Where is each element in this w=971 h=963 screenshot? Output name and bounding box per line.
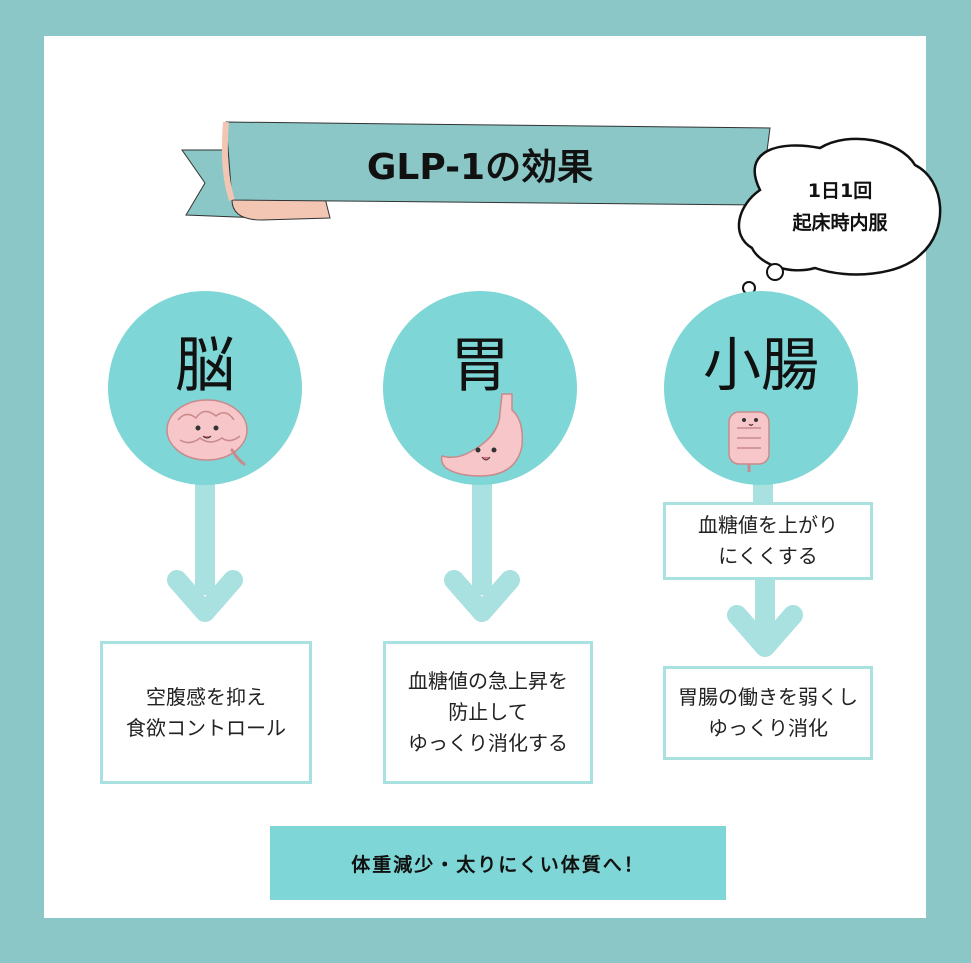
- organ-circle-intestine: [664, 291, 858, 485]
- effect-text: 血糖値の急上昇を: [408, 669, 568, 693]
- organ-circle-brain: [108, 291, 302, 485]
- effect-text: にくくする: [718, 544, 818, 568]
- organ-label-stomach: 胃: [450, 331, 510, 401]
- page-title: GLP-1の効果: [366, 147, 594, 188]
- dosage-frequency: 1日1回: [807, 180, 873, 202]
- stomach-icon: [440, 393, 524, 477]
- brain-icon: [166, 399, 248, 466]
- effect-text: 胃腸の働きを弱くし: [678, 685, 858, 709]
- effect-text: 血糖値を上がり: [698, 513, 838, 537]
- effect-text: 防止して: [448, 700, 528, 724]
- dosage-note: 1日1回 起床時内服: [760, 175, 920, 240]
- arrow-brain: [167, 480, 243, 622]
- effect-box-intestine-1: 血糖値を上がり にくくする: [663, 502, 873, 580]
- title-ribbon: [181, 121, 771, 221]
- organ-circle-stomach: [383, 291, 577, 485]
- dosage-timing: 起床時内服: [792, 212, 888, 235]
- effect-box-intestine-2: 胃腸の働きを弱くし ゆっくり消化: [663, 666, 873, 760]
- organ-label-intestine: 小腸: [702, 331, 819, 399]
- intestine-icon: [728, 411, 770, 472]
- effect-text: ゆっくり消化: [708, 716, 828, 740]
- effect-text: ゆっくり消化する: [408, 731, 568, 755]
- arrow-stomach: [444, 480, 520, 622]
- thought-bubble: [737, 137, 942, 295]
- effect-box-brain: 空腹感を抑え 食欲コントロール: [100, 641, 312, 784]
- effect-text: 食欲コントロール: [126, 715, 286, 740]
- conclusion-text: 体重減少・太りにくい体質へ！: [351, 853, 645, 876]
- conclusion-banner: 体重減少・太りにくい体質へ！: [270, 826, 726, 900]
- effect-text: 空腹感を抑え: [146, 684, 266, 709]
- effect-box-stomach: 血糖値の急上昇を 防止して ゆっくり消化する: [383, 641, 593, 784]
- organ-label-brain: 脳: [175, 331, 235, 401]
